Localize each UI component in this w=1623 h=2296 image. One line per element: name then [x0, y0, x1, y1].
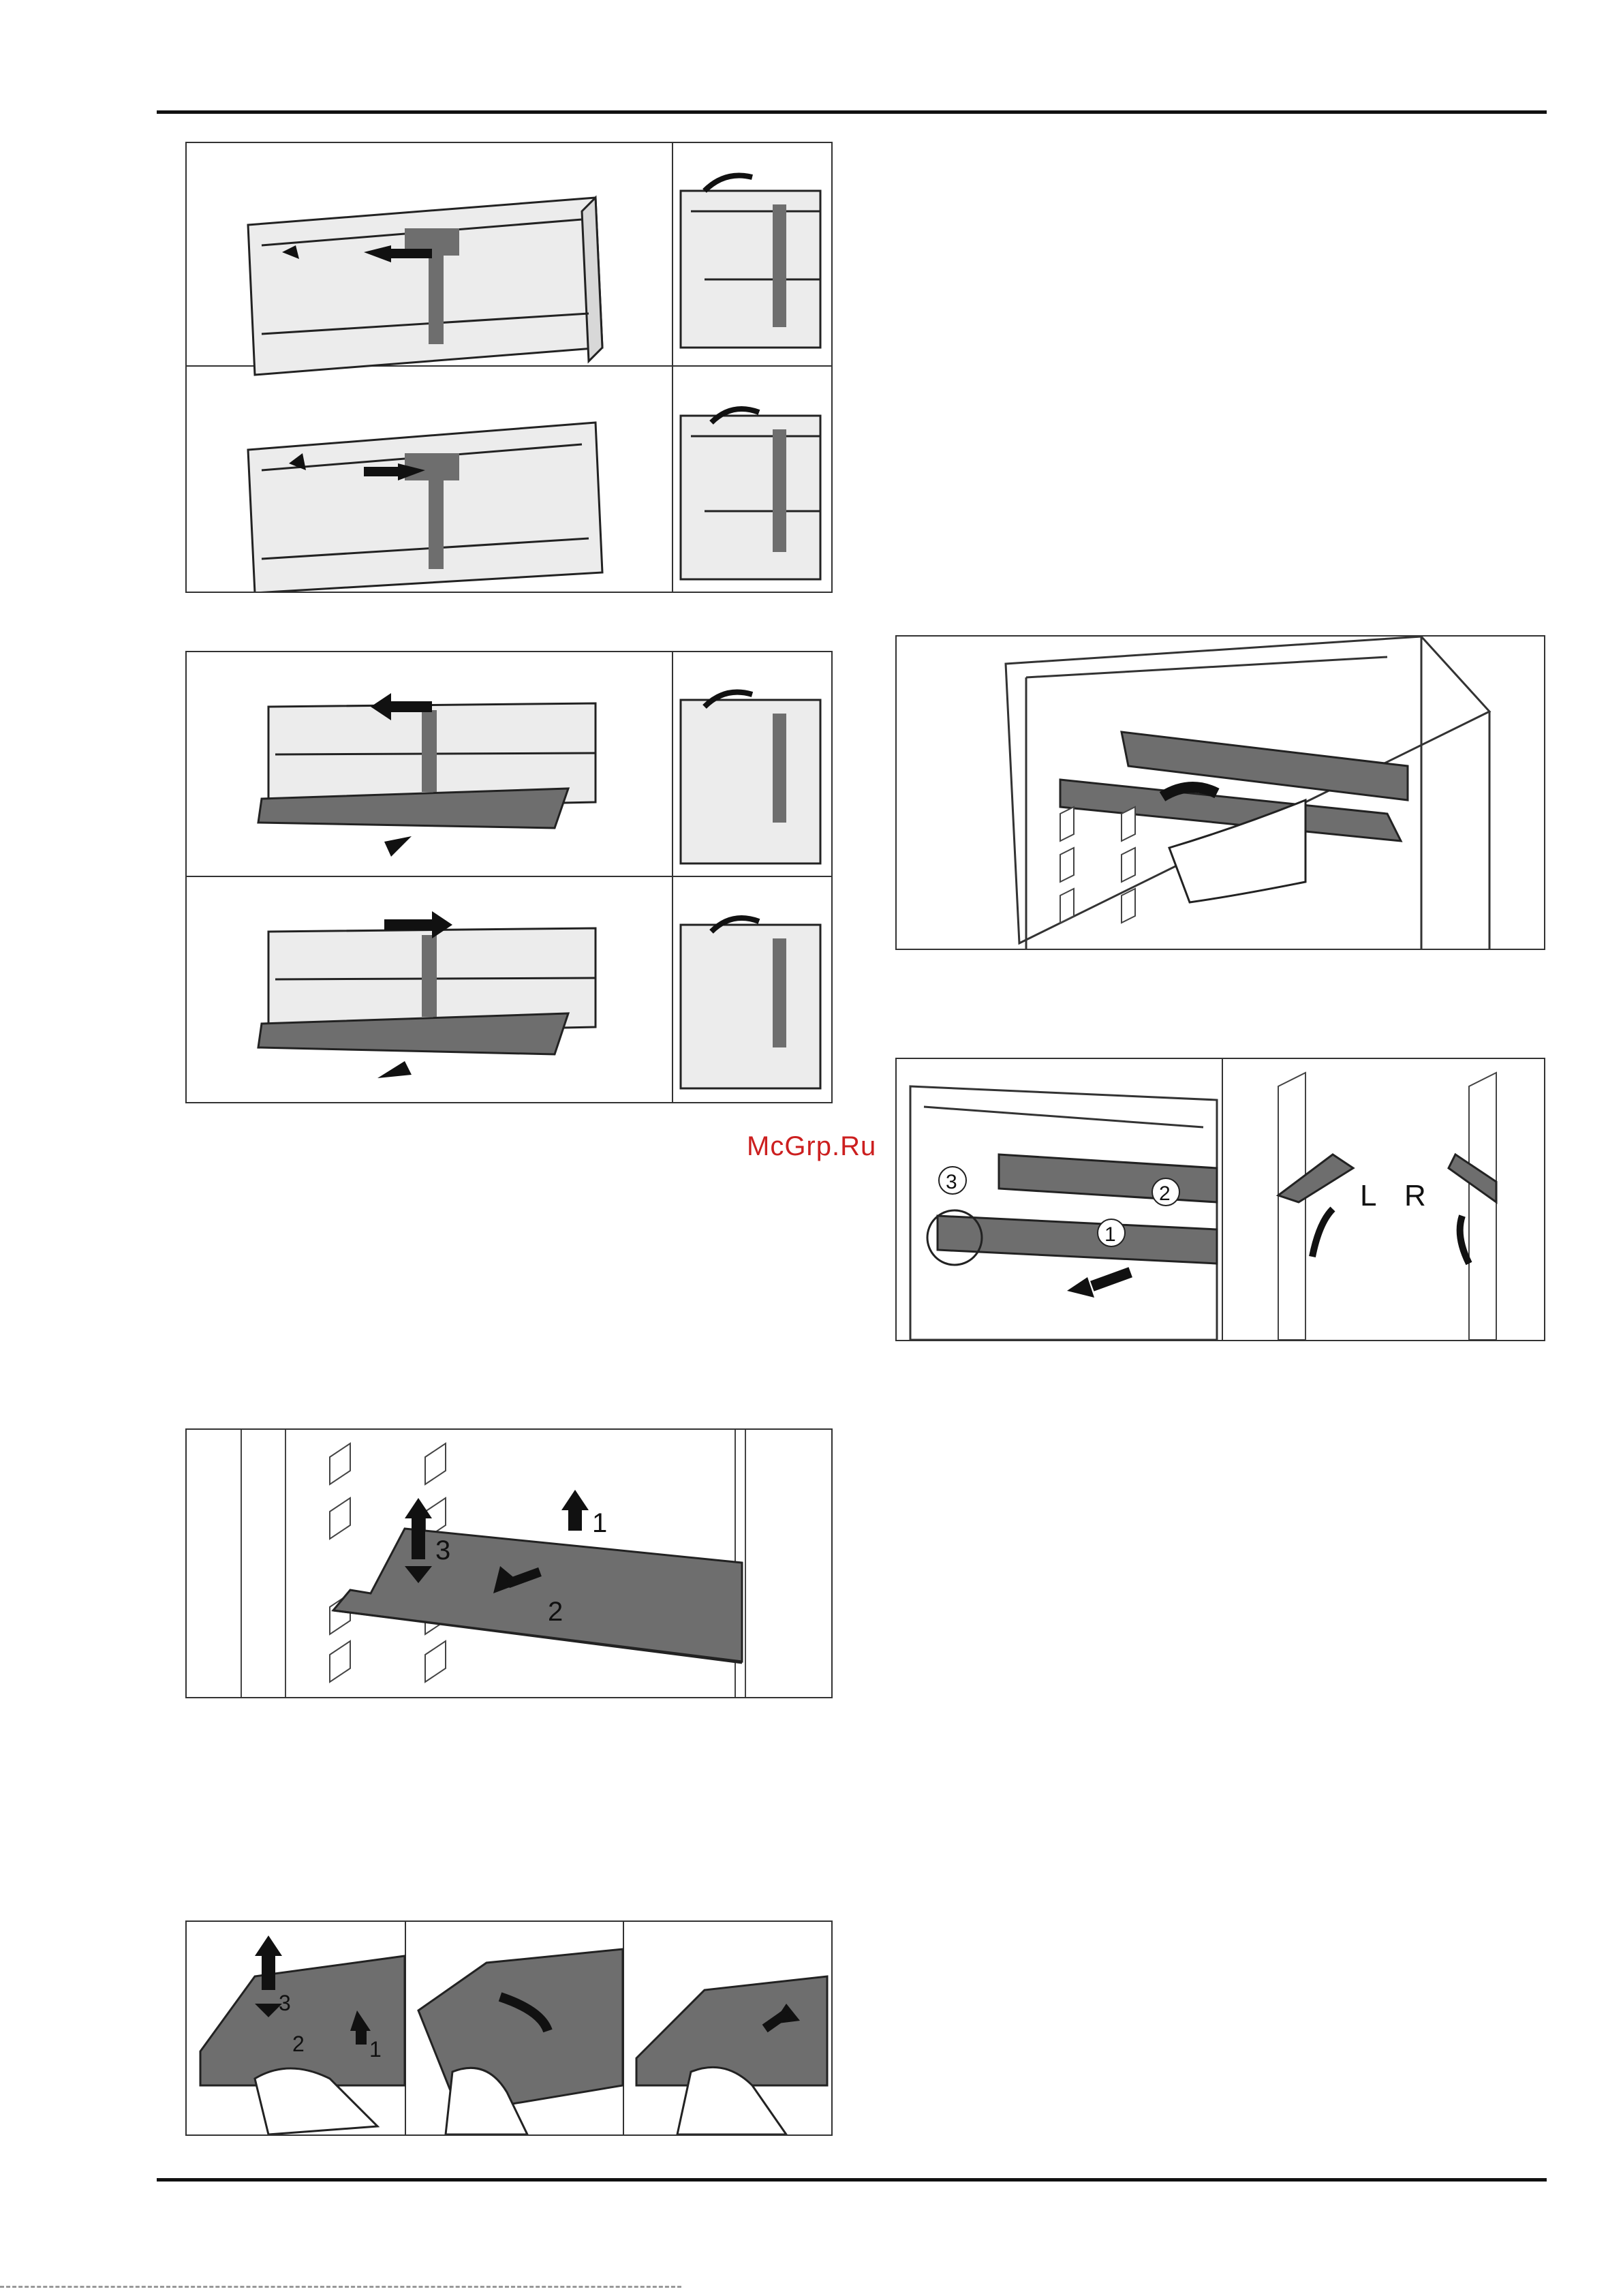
- door-rack-illustration: [187, 143, 831, 592]
- shelf-detail-label: 2: [1159, 1182, 1171, 1205]
- shelf-detail-label: 3: [946, 1171, 957, 1193]
- figure-hand-shelf-steps: 3 2 1: [185, 1920, 833, 2136]
- fridge-shelf-illustration: [897, 637, 1544, 949]
- figure-door-rack-with-shelf: [185, 651, 833, 1103]
- glass-shelf-label: 3: [435, 1535, 450, 1565]
- figure-door-rack: [185, 142, 833, 593]
- shelf-supports-illustration: 3 2 1 L R: [897, 1059, 1544, 1340]
- figure-fridge-shelf-insert: [895, 635, 1545, 950]
- support-side-label: L: [1360, 1179, 1376, 1212]
- figure-shelf-supports: 3 2 1 L R: [895, 1058, 1545, 1341]
- support-side-label: R: [1404, 1179, 1426, 1212]
- glass-shelf-label: 1: [592, 1508, 607, 1538]
- figure-glass-shelf: 3 1 2: [185, 1428, 833, 1698]
- glass-shelf-label: 2: [548, 1597, 563, 1627]
- hand-shelf-illustration: 3 2 1: [187, 1922, 831, 2134]
- hand-shelf-label: 1: [369, 2037, 382, 2062]
- hand-shelf-label: 3: [279, 1991, 291, 2015]
- hand-shelf-label: 2: [292, 2032, 305, 2056]
- glass-shelf-illustration: 3 1 2: [187, 1430, 831, 1697]
- shelf-detail-label: 1: [1104, 1223, 1116, 1246]
- scan-edge: [0, 2286, 681, 2288]
- watermark: McGrp.Ru: [747, 1131, 876, 1162]
- door-rack-shelf-illustration: [187, 652, 831, 1102]
- header-rule: [157, 110, 1547, 114]
- footer-rule: [157, 2178, 1547, 2182]
